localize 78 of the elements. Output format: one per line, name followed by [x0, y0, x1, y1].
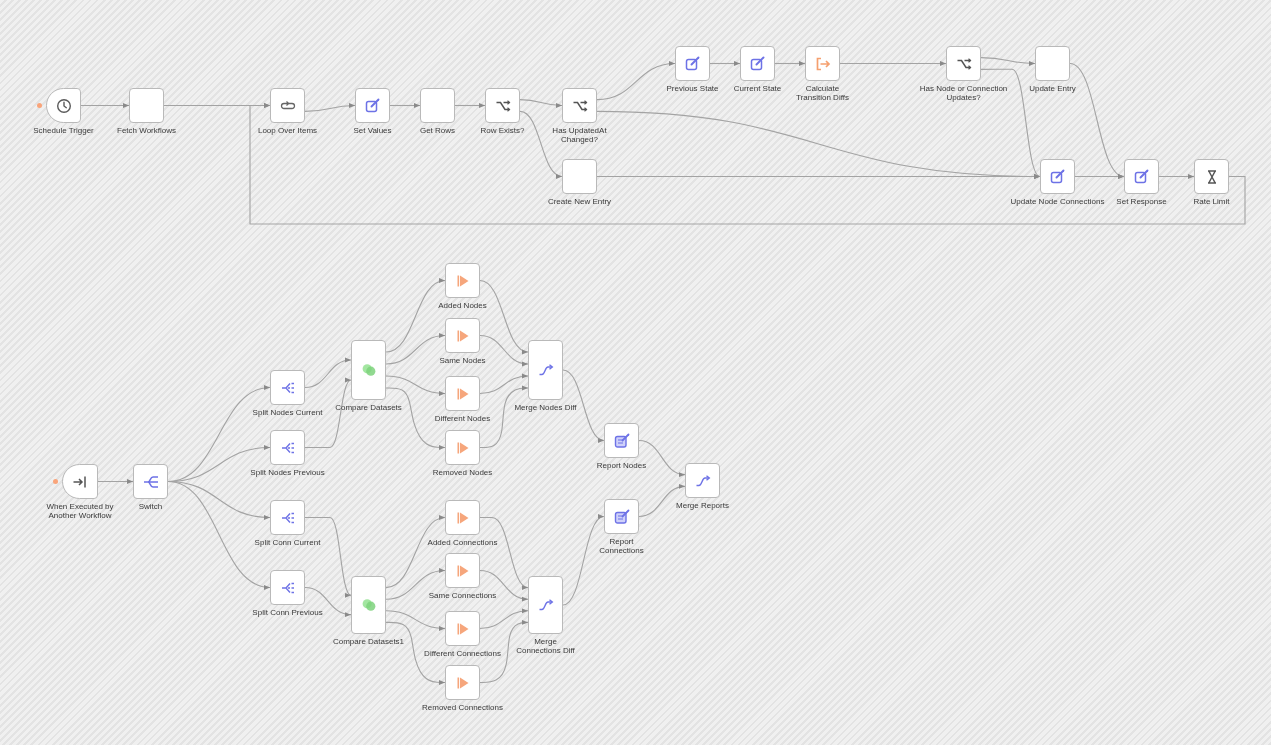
node-label: Fetch Workflows [117, 126, 176, 135]
connector-arrow [304, 103, 356, 112]
connector-arrow [596, 61, 676, 101]
node-label: Schedule Trigger [33, 126, 94, 135]
node-label: Update Entry [1029, 84, 1076, 93]
connector-arrow [385, 333, 446, 365]
node-label: Create New Entry [547, 197, 612, 206]
node-label: Split Nodes Previous [250, 468, 325, 477]
node-label: Report Nodes [596, 461, 647, 470]
node-label: Report Connections [598, 537, 645, 555]
connector-arrow [1074, 174, 1125, 179]
connector-arrow [385, 516, 446, 589]
connector-arrow [774, 61, 806, 66]
node-label: Previous State [666, 84, 719, 93]
node-label: Added Nodes [438, 301, 487, 310]
node-label: When Executed by Another Workflow [45, 502, 115, 520]
connector-arrow [519, 110, 563, 178]
node-label: Update Node Connections [1010, 197, 1105, 206]
connector-arrow [389, 103, 421, 108]
node-label: Merge Reports [676, 501, 729, 510]
connector-arrow [638, 484, 686, 518]
connector-arrow [304, 586, 352, 617]
connector-arrow [304, 516, 352, 596]
connector-arrow [249, 103, 1246, 225]
connector-arrow [479, 620, 529, 684]
node-label: Rate Limit [1193, 197, 1230, 206]
node-label: Different Connections [424, 649, 501, 658]
node-label: Set Values [353, 126, 392, 135]
connector-arrow [304, 358, 352, 389]
connector-arrow [638, 439, 686, 477]
connector-arrow [980, 57, 1036, 66]
connector-arrow [479, 279, 529, 353]
connector-arrow [479, 608, 529, 630]
node-label: Has UpdatedAt Changed? [551, 126, 608, 144]
connector-arrow [385, 279, 446, 353]
node-label: Same Connections [428, 591, 497, 600]
node-label: Split Nodes Current [252, 408, 323, 417]
connector-arrow [385, 610, 446, 631]
connector-arrow [167, 480, 271, 589]
node-label: Same Nodes [439, 356, 486, 365]
node-label: Compare Datasets1 [332, 637, 405, 646]
node-label: Compare Datasets [335, 403, 402, 412]
connector-arrow [385, 387, 446, 450]
node-label: Has Node or Connection Updates? [918, 84, 1009, 102]
connector-arrow [839, 61, 947, 66]
connector-arrow [479, 385, 529, 449]
connector-arrow [385, 375, 446, 396]
connector-arrow [1158, 174, 1195, 179]
node-label: Set Response [1116, 197, 1167, 206]
node-label: Split Conn Previous [252, 608, 323, 617]
connector-arrow [385, 568, 446, 600]
node-label: Different Nodes [434, 414, 491, 423]
connector-arrow [479, 516, 529, 589]
connector-arrow [479, 334, 529, 366]
node-label: Added Connections [427, 538, 498, 547]
connector-arrow [980, 68, 1041, 178]
connector-arrow [304, 379, 352, 449]
connector-arrow [479, 569, 529, 601]
connector-arrow [80, 103, 130, 108]
node-label: Loop Over Items [257, 126, 318, 135]
node-label: Removed Nodes [432, 468, 493, 477]
node-label: Calculate Transition Diffs [795, 84, 850, 102]
node-label: Merge Connections Diff [515, 637, 576, 655]
node-label: Switch [138, 502, 163, 511]
node-label: Get Rows [419, 126, 456, 135]
connector-arrow [454, 103, 486, 108]
connector-arrow [385, 621, 446, 685]
node-label: Merge Nodes Diff [514, 403, 577, 412]
node-label: Removed Connections [422, 703, 503, 712]
node-label: Split Conn Current [254, 538, 321, 547]
connector-arrow [519, 99, 563, 108]
connector-arrow [562, 369, 605, 442]
node-label: Row Exists? [480, 126, 525, 135]
node-label: Current State [733, 84, 782, 93]
connector-arrow [479, 374, 529, 395]
connector-arrow [562, 515, 605, 606]
connector-arrow [97, 479, 134, 484]
connector-arrow [709, 61, 741, 66]
